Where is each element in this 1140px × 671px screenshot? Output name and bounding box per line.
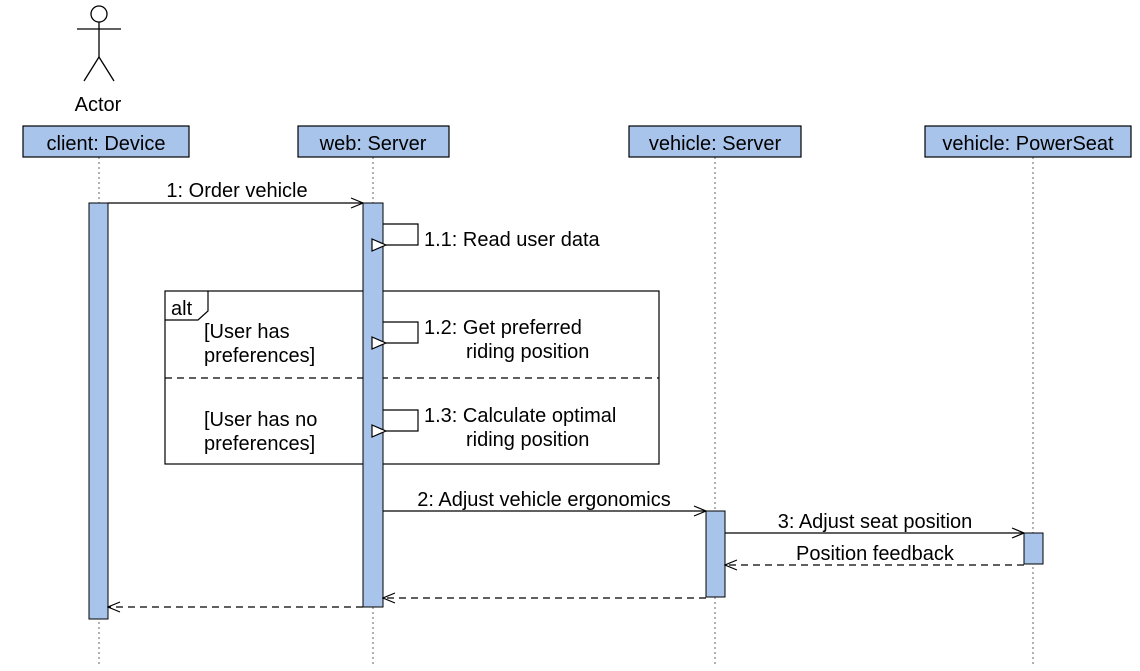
activation-vehicle-server	[705, 510, 726, 598]
message-1-label: 1: Order vehicle	[166, 180, 307, 202]
participant-vehicle-server-label: vehicle: Server	[649, 133, 782, 155]
actor-figure	[77, 5, 121, 82]
message-3-label: 3: Adjust seat position	[778, 511, 973, 533]
participant-client: client: Device	[22, 125, 190, 158]
message-1-3-arrow	[383, 409, 419, 431]
message-1-3-label-line-2: riding position	[466, 429, 589, 451]
alt-guard-1-line-2: preferences]	[204, 345, 315, 367]
participant-vehicle-server: vehicle: Server	[628, 125, 802, 158]
participant-web: web: Server	[297, 125, 450, 158]
alt-guard-2-line-1: [User has no	[204, 409, 317, 431]
activation-powerseat	[1023, 532, 1044, 565]
activation-client	[88, 202, 109, 620]
message-1-1-label: 1.1: Read user data	[424, 229, 601, 251]
message-1-2-arrow	[383, 321, 419, 343]
participant-web-label: web: Server	[319, 133, 427, 155]
message-1-1-arrow	[383, 223, 419, 245]
participant-powerseat-label: vehicle: PowerSeat	[942, 133, 1114, 155]
alt-guard-2-line-2: preferences]	[204, 433, 315, 455]
alt-operator-label: alt	[171, 298, 193, 320]
actor-label: Actor	[75, 94, 122, 116]
participant-client-label: client: Device	[47, 133, 166, 155]
message-2-label: 2: Adjust vehicle ergonomics	[417, 489, 670, 511]
return-position-feedback-label: Position feedback	[796, 543, 955, 565]
alt-guard-1-line-1: [User has	[204, 321, 290, 343]
activation-web	[362, 202, 384, 608]
message-1-2-label-line-2: riding position	[466, 341, 589, 363]
participant-powerseat: vehicle: PowerSeat	[924, 125, 1132, 158]
alt-fragment: alt [User has preferences] [User has no …	[164, 290, 660, 465]
message-1-2-label-line-1: 1.2: Get preferred	[424, 317, 582, 339]
message-1-3-label-line-1: 1.3: Calculate optimal	[424, 405, 616, 427]
